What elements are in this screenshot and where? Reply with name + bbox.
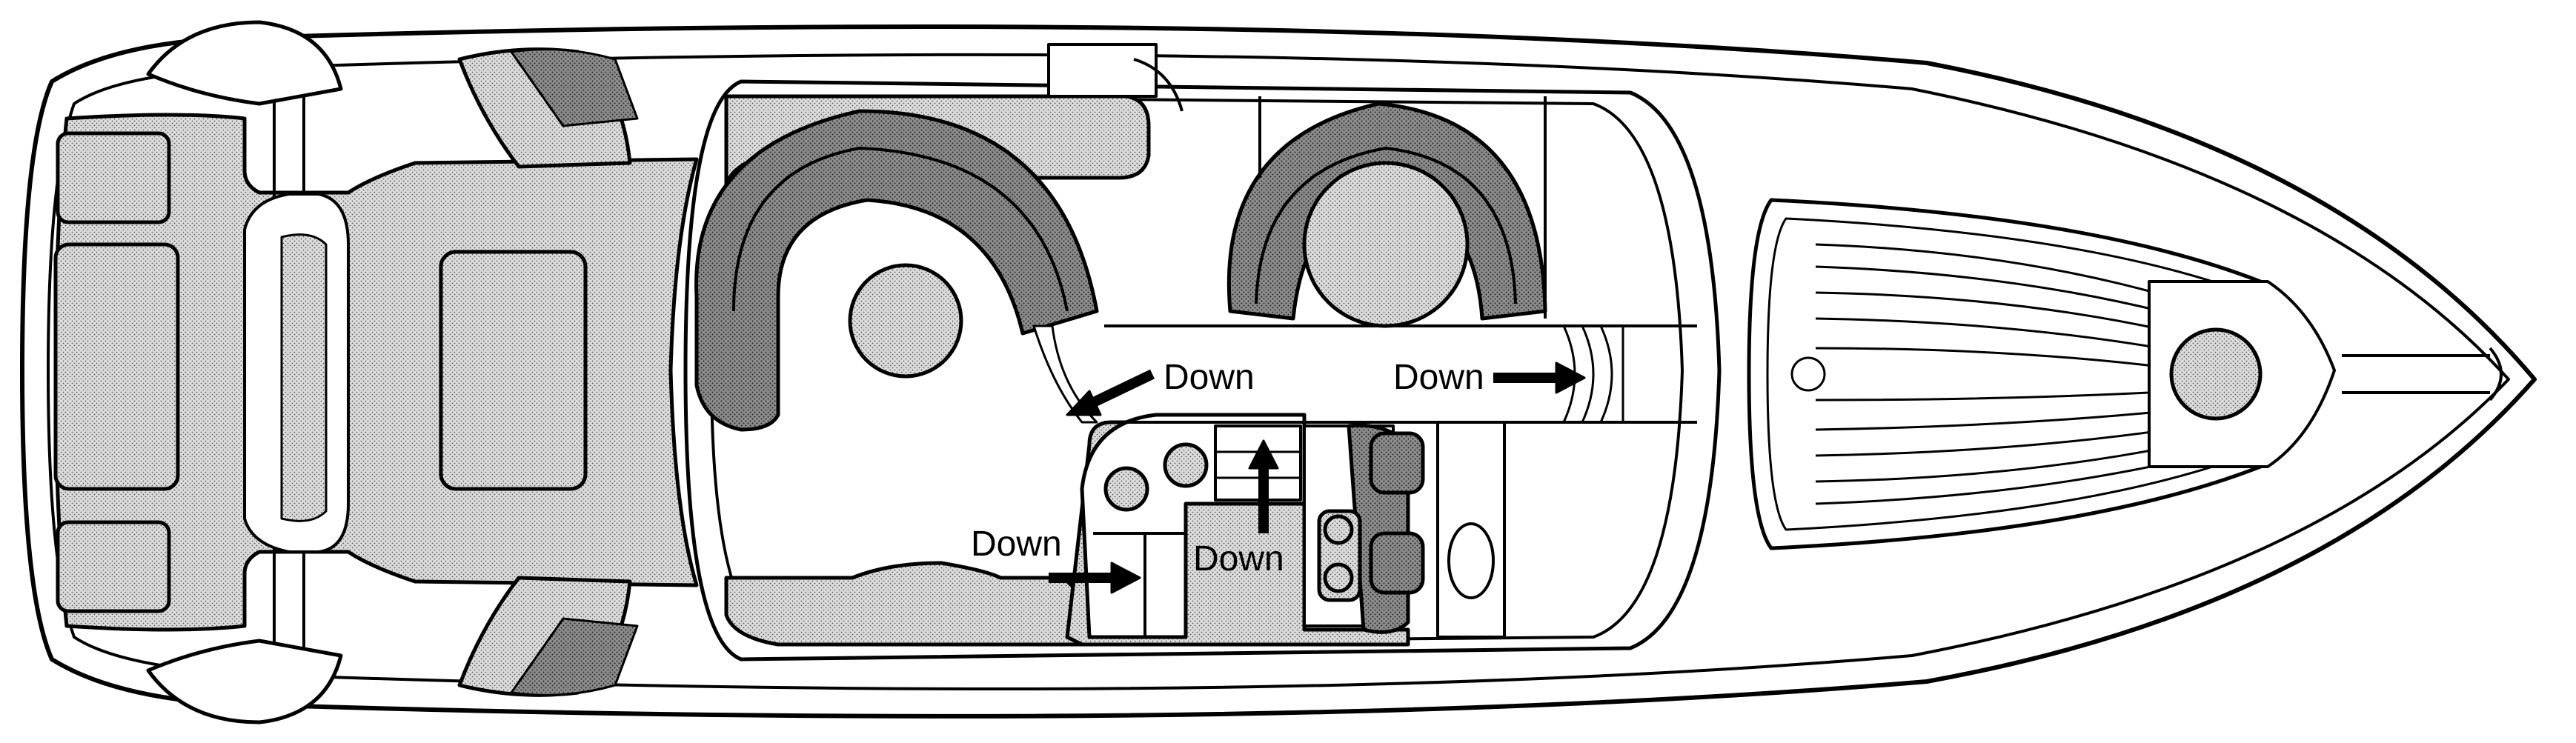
down-label-4: Down xyxy=(971,524,1062,564)
down-label-3: Down xyxy=(1193,539,1284,579)
companionway xyxy=(1032,324,1697,424)
hull-outline xyxy=(20,24,2537,719)
down-arrow-3 xyxy=(1248,439,1279,533)
down-arrow-4 xyxy=(1049,562,1141,594)
port-seating xyxy=(694,43,1547,432)
down-arrow-2 xyxy=(1493,361,1586,394)
starboard-seating xyxy=(724,413,1506,647)
down-label-2: Down xyxy=(1393,358,1484,397)
aft-sunpad xyxy=(53,20,699,724)
down-label-1: Down xyxy=(1163,358,1255,397)
down-arrow-1 xyxy=(1066,369,1155,416)
foredeck-hatch xyxy=(1747,198,2503,550)
